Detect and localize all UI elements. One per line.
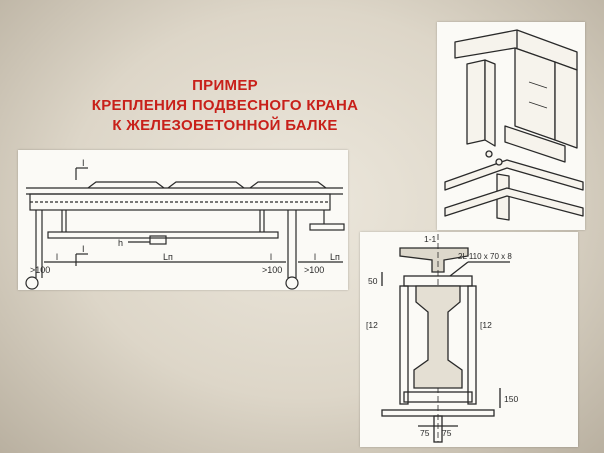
dim-small-c: l [314,252,316,262]
title-line-2: КРЕПЛЕНИЯ ПОДВЕСНОГО КРАНА [91,97,359,114]
dim-center-a: >100 [262,265,282,275]
span-label-right: Lп [330,252,340,262]
concrete-beam-web [514,47,556,141]
section-mark-bottom: I [82,244,85,254]
channel-left [399,285,409,405]
dim-small-b: l [270,252,272,262]
dim-top: 50 [368,276,378,286]
title-line-3: К ЖЕЛЕЗОБЕТОННОЙ БАЛКЕ [112,117,338,134]
angle-bracket [466,59,486,145]
steel-rail-beam [444,159,584,191]
section-mark-top: I [82,158,85,168]
elevation-svg: I I Lп Lп >100 >100 >100 l l l h [25,158,345,290]
span-label-left: Lп [163,252,173,262]
bottom-plate [403,391,473,403]
dim-h: h [118,238,123,248]
section-1-1-drawing: 1-1 2L 110 x 70 x 8 [12 [12 50 150 75 75 [360,232,578,447]
slab-section [399,247,469,273]
channel-right-label: [12 [480,320,492,330]
hanger-group [61,210,325,232]
axis-marker-center [285,276,299,290]
section-svg: 1-1 2L 110 x 70 x 8 [12 [12 50 150 75 75 [366,234,518,443]
dim-left: >100 [30,265,50,275]
angle-label: 2L 110 x 70 x 8 [458,252,512,261]
crane-runway-beam [47,231,279,239]
dim-left-75: 75 [420,428,430,438]
dim-bottom: 150 [504,394,518,404]
crane-elevation-drawing: I I Lп Lп >100 >100 >100 l l l h [18,150,348,290]
isometric-detail-drawing [437,22,585,230]
channel-left-label: [12 [366,320,378,330]
slide-title: ПРИМЕР КРЕПЛЕНИЯ ПОДВЕСНОГО КРАНА К ЖЕЛЕ… [60,76,390,136]
title-line-1: ПРИМЕР [192,77,258,94]
section-label: 1-1 [424,234,437,244]
dim-center-b: >100 [304,265,324,275]
concrete-beam-section [413,285,463,389]
hoist-trolley [149,235,167,245]
axis-marker-left [25,276,39,290]
channel-right [467,285,477,405]
dim-small-a: l [56,252,58,262]
isometric-svg [444,29,584,221]
concrete-beam-bottom-flange [504,125,566,163]
dim-right-75: 75 [442,428,452,438]
